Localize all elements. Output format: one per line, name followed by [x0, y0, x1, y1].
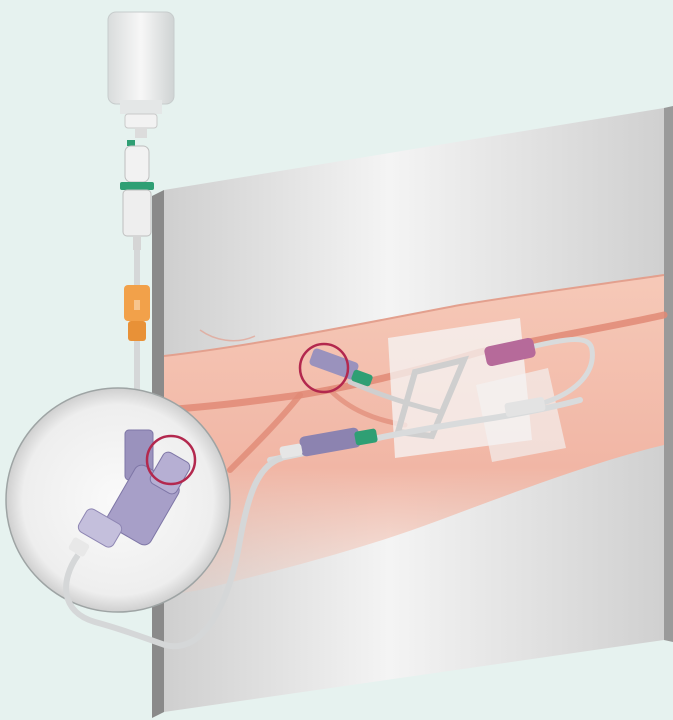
- drip-chamber: [120, 140, 154, 250]
